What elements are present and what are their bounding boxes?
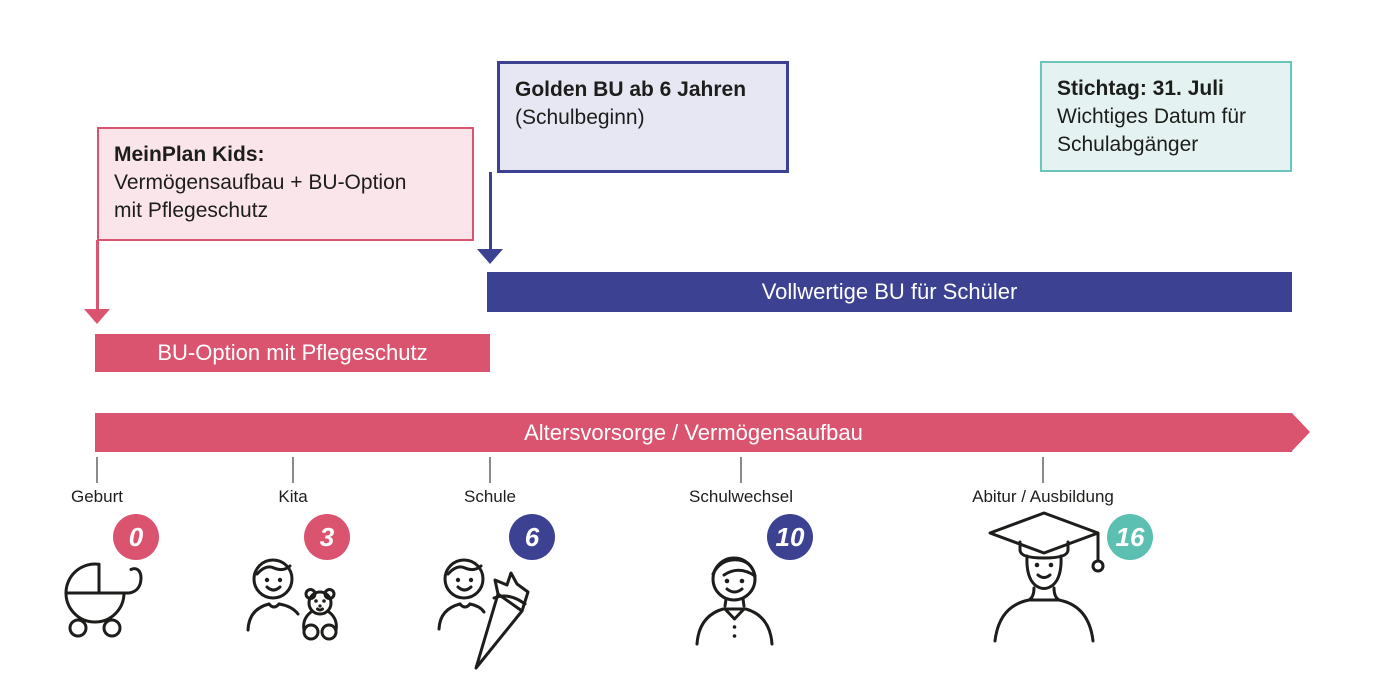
arrow-line-meinplan-icon [96,240,99,310]
callout-golden-bu: Golden BU ab 6 Jahren (Schulbeginn) [497,61,789,173]
tick-abitur [1042,457,1044,483]
meinplan-title: MeinPlan Kids: [114,143,265,166]
stichtag-line1: Wichtiges Datum für [1057,105,1247,128]
graduate-icon [982,509,1107,647]
age-badge-16: 16 [1107,514,1153,560]
bar-bu-option-label: BU-Option mit Pflegeschutz [157,340,428,365]
bar-altersvorsorge-label: Altersvorsorge / Vermögensaufbau [524,419,863,445]
bar-vollwertige-bu-label: Vollwertige BU für Schüler [761,279,1018,304]
tick-geburt [96,457,98,483]
age-badge-0-value: 0 [128,521,144,552]
pram-icon [59,551,149,643]
milestone-label-schulwechsel: Schulwechsel [689,487,793,506]
pupil-icon [690,551,780,649]
tick-kita [292,457,294,483]
tick-schulwechsel [740,457,742,483]
callout-meinplan-kids: MeinPlan Kids: Vermögensaufbau + BU-Opti… [97,127,474,241]
age-badge-16-value: 16 [1115,521,1145,552]
child-with-teddy-icon [243,552,348,642]
age-badge-10: 10 [767,514,813,560]
golden-bu-subtitle: (Schulbeginn) [515,106,645,129]
age-badge-10-value: 10 [775,521,805,552]
arrow-head-meinplan-icon [84,309,110,324]
timeline-arrowhead-icon [1292,413,1310,451]
stichtag-line2: Schulabgänger [1057,133,1199,156]
milestone-label-geburt: Geburt [71,487,123,506]
meinplan-line1: Vermögensaufbau + BU-Option [114,171,407,194]
age-badge-3: 3 [304,514,350,560]
age-badge-3-value: 3 [319,521,335,552]
age-badge-6: 6 [509,514,555,560]
child-with-school-cone-icon [437,550,549,672]
age-badge-6-value: 6 [524,521,540,552]
milestone-label-schule: Schule [464,487,516,506]
tick-schule [489,457,491,483]
callout-stichtag: Stichtag: 31. Juli Wichtiges Datum für S… [1040,61,1292,172]
bar-altersvorsorge: Altersvorsorge / Vermögensaufbau [95,413,1292,452]
meinplan-line2: mit Pflegeschutz [114,199,269,222]
golden-bu-title: Golden BU ab 6 Jahren [515,78,747,101]
arrow-head-golden-bu-icon [477,249,503,264]
arrow-line-golden-bu-icon [489,172,492,250]
age-badge-0: 0 [113,514,159,560]
bar-vollwertige-bu: Vollwertige BU für Schüler [487,272,1292,312]
milestone-label-abitur: Abitur / Ausbildung [972,487,1114,506]
bar-bu-option: BU-Option mit Pflegeschutz [95,334,490,372]
milestone-label-kita: Kita [278,487,308,506]
stichtag-title: Stichtag: 31. Juli [1057,77,1224,100]
